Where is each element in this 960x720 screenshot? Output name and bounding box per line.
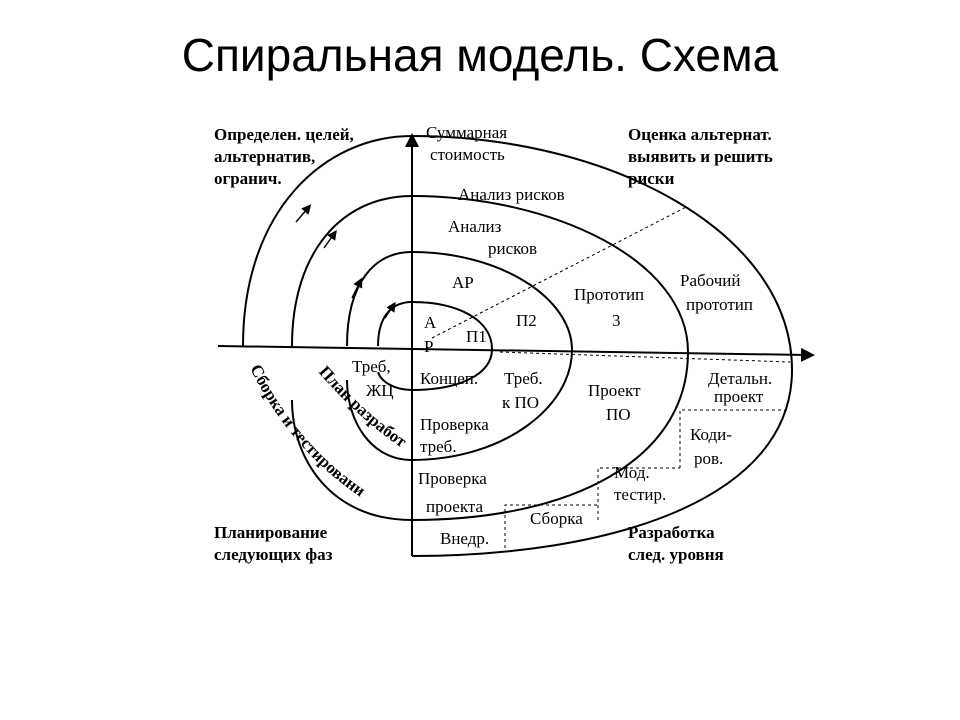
label-ar-inner: А Р: [424, 313, 441, 356]
y-axis-label: Суммарная стоимость: [426, 123, 511, 164]
quadrant-top-right: Оценка альтернат. выявить и решить риски: [628, 125, 777, 188]
spiral-arrow-4: [295, 204, 312, 223]
label-detailed-design: Детальн. проект: [708, 369, 777, 406]
x-axis: [217, 345, 815, 362]
spiral-loop-1: [377, 300, 494, 392]
spiral-arrow-3: [323, 230, 337, 249]
label-ar: АР: [452, 273, 474, 292]
label-p1: П1: [466, 327, 487, 346]
label-deploy: Внедр.: [440, 529, 489, 548]
label-check-design: Проверка проекта: [418, 469, 491, 516]
label-req-software: Треб. к ПО: [502, 369, 547, 412]
label-risk-outer: Анализ рисков: [458, 185, 565, 204]
assembly-divider-dashed: [504, 504, 598, 548]
slide-title: Спиральная модель. Схема: [181, 29, 779, 81]
label-check-requirements: Проверка треб.: [420, 415, 493, 456]
risk-diagonal-dashed: [431, 205, 689, 339]
label-req-lifecycle: Треб, ЖЦ: [352, 357, 395, 400]
label-assembly-testing: Сборка и тестирование: [0, 0, 369, 500]
label-design-software: Проект ПО: [588, 381, 645, 424]
spiral-loop-3: [291, 194, 690, 522]
spiral-loop-2: [346, 250, 574, 462]
label-assembly: Сборка: [530, 509, 583, 528]
label-concept: Концеп.: [420, 369, 478, 388]
quadrant-bottom-left: Планирование следующих фаз: [214, 523, 333, 564]
label-working-prototype: Рабочий прототип: [680, 271, 753, 314]
label-coding: Коди- ров.: [690, 425, 736, 468]
label-unit-testing: Мод. тестир.: [614, 463, 666, 504]
quadrant-top-left: Определен. целей, альтернатив, огранич.: [214, 125, 358, 188]
spiral-loop-4: [242, 134, 794, 557]
spiral-arrow-1: [384, 301, 396, 319]
design-divider-dashed: [499, 351, 791, 363]
spiral-arrow-2: [351, 277, 363, 299]
label-prototype-3: Прототип 3: [574, 285, 648, 330]
label-p2: П2: [516, 311, 537, 330]
label-dev-plan: План разработ.: [0, 0, 411, 451]
coding-box-dashed: [679, 409, 790, 468]
label-risk-mid: Анализ рисков: [448, 217, 537, 258]
quadrant-bottom-right: Разработка след. уровня: [628, 523, 724, 564]
